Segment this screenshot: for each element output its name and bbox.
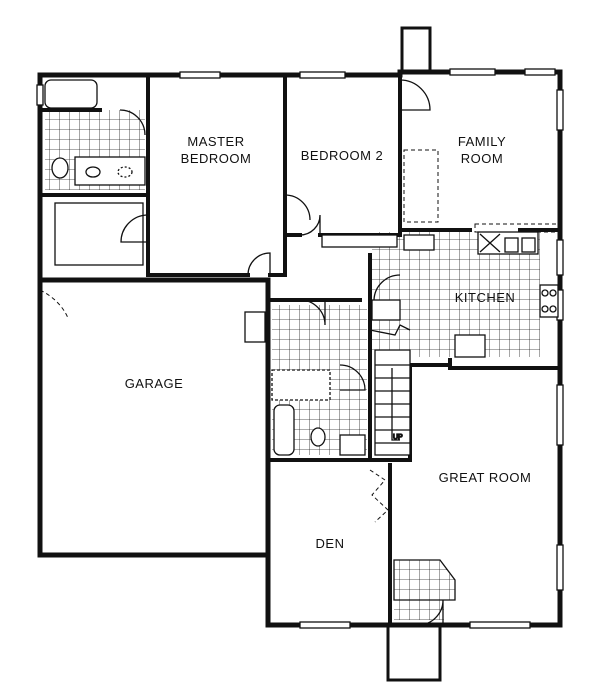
family-room-label-2: ROOM: [461, 151, 503, 166]
great-room-label: GREAT ROOM: [439, 470, 532, 485]
stairs-up-label: UP: [393, 434, 403, 441]
master-bedroom-label-2: BEDROOM: [181, 151, 252, 166]
garage-label: GARAGE: [125, 376, 184, 391]
room-labels: MASTER BEDROOM BEDROOM 2 FAMILY ROOM KIT…: [125, 134, 532, 551]
kitchen-fixtures: [321, 149, 561, 358]
doors: [39, 79, 444, 626]
bedroom2-label: BEDROOM 2: [301, 148, 384, 163]
master-bedroom-label-1: MASTER: [187, 134, 244, 149]
stairs: UP: [371, 274, 411, 456]
chimney: [400, 26, 432, 74]
fireplace: [393, 559, 456, 601]
den-label: DEN: [316, 536, 345, 551]
family-room-label-1: FAMILY: [458, 134, 506, 149]
windows: [36, 68, 564, 629]
tiled-floors: [45, 110, 540, 620]
kitchen-label: KITCHEN: [455, 290, 516, 305]
bath-fixtures: [44, 79, 366, 456]
interior-walls: [38, 70, 562, 627]
front-entry: [386, 625, 442, 682]
